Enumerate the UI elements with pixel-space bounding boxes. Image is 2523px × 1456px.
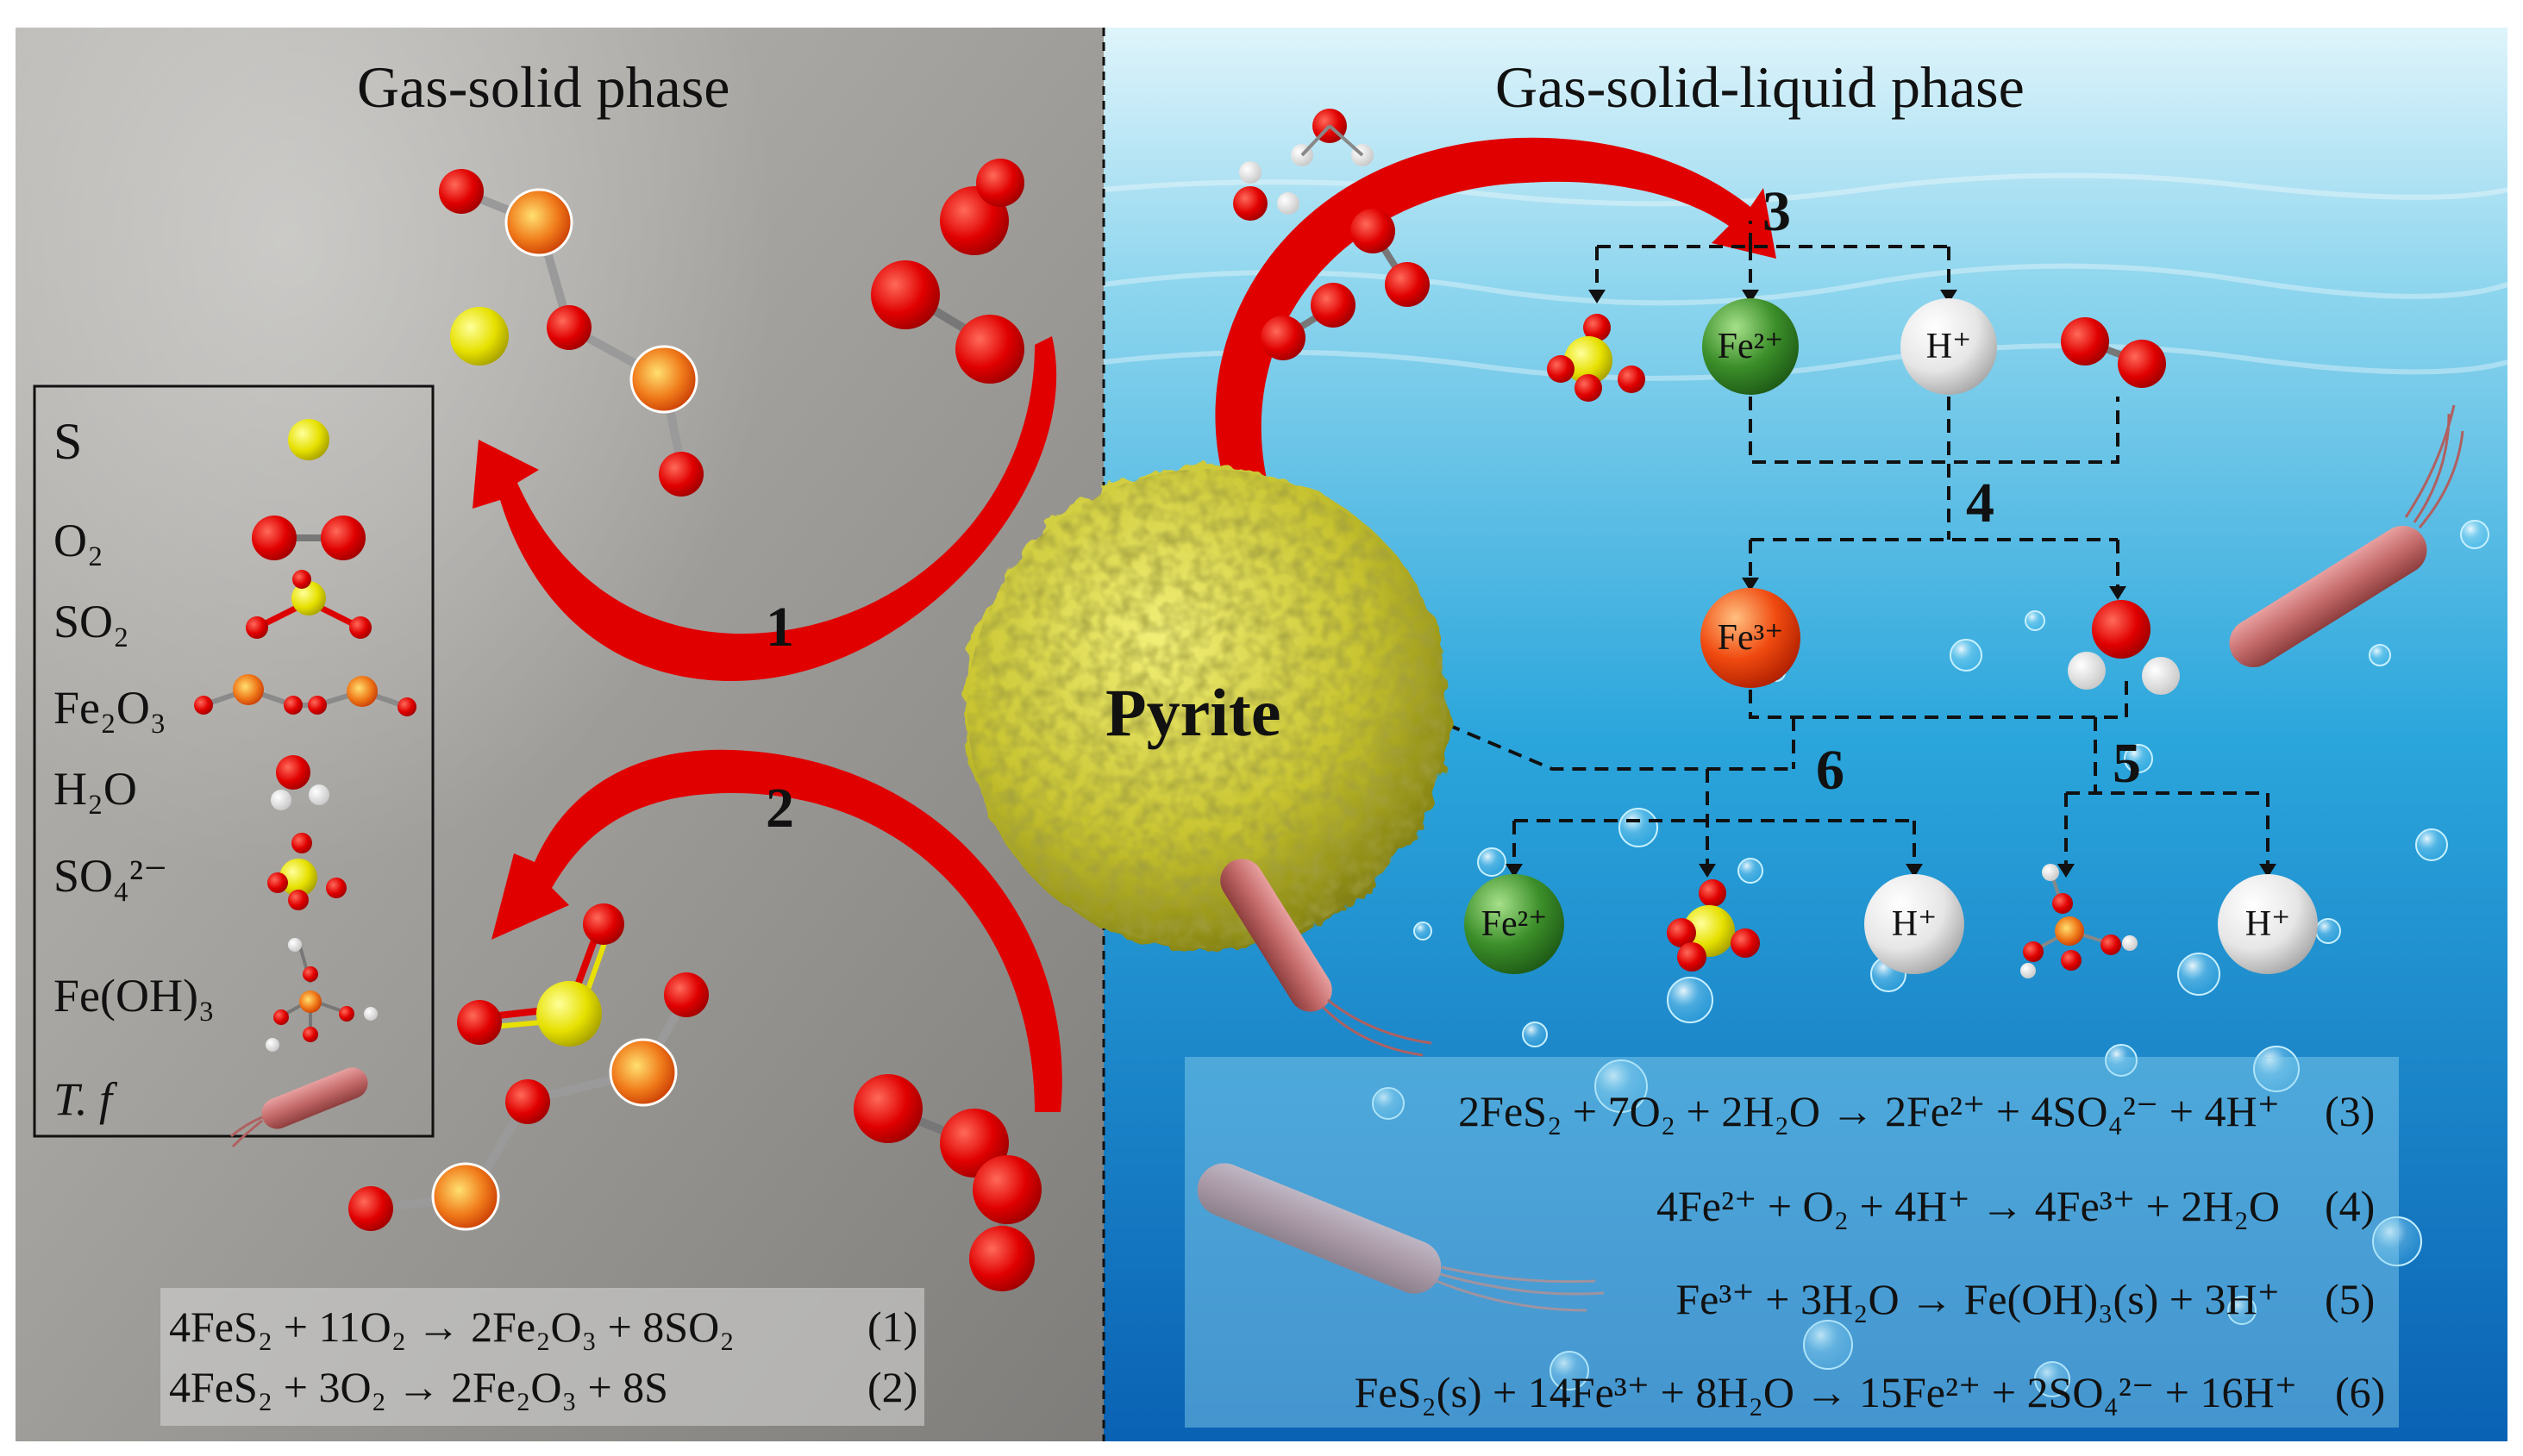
legend-bacterium [230,1067,368,1148]
equation-4-number: (4) [2325,1182,2376,1230]
equation-1-number: (1) [867,1303,918,1351]
equation-2: 4FeS₂ + 3O₂ → 2Fe₂O₃ + 8S [169,1363,668,1411]
legend-label-s: S [53,413,83,470]
step-number-3: 3 [1762,180,1791,243]
wave-lines [1103,172,2508,381]
h-ion-bottom-a-sphere [1864,874,1964,974]
ion-label-h-top: H⁺ [1925,327,1972,366]
fe2o3-molecule-bottom [348,972,709,1231]
legend-so2-molecule [246,570,372,639]
equation-5-number: (5) [2325,1275,2376,1323]
fe2-ion-top-sphere [1702,298,1799,395]
h-ion-top-sphere [1900,298,1997,395]
fe2-ion-bottom-sphere [1464,874,1564,974]
title-gas-solid-phase: Gas-solid phase [357,54,730,120]
ion-label-fe3: Fe³⁺ [1717,618,1784,658]
equation-1: 4FeS₂ + 11O₂ → 2Fe₂O₃ + 8SO₂ [169,1303,735,1351]
reaction-tree-lines [1405,221,2269,872]
so2-molecule-bottom [457,903,624,1047]
equation-3-number: (3) [2325,1087,2376,1135]
step-number-2: 2 [766,777,794,840]
h2o-molecule-top-a [1291,109,1374,166]
legend-box [33,384,435,1138]
reaction-tree-arrowheads [1506,290,2276,878]
equations-right-bg [1185,1057,2399,1428]
ion-label-h-bottom-b: H⁺ [2244,904,2291,944]
equation-2-number: (2) [867,1363,918,1411]
o2-molecule-mid-right [871,260,1024,384]
step-number-5: 5 [2113,732,2141,795]
ion-label-h-bottom-a: H⁺ [1891,904,1938,944]
arrow-reaction-1 [473,336,1057,681]
title-gas-solid-liquid-phase: Gas-solid-liquid phase [1495,54,2025,120]
equation-3: 2FeS₂ + 7O₂ + 2H₂O → 2Fe²⁺ + 4SO₄²⁻ + 4H… [1458,1087,2280,1135]
equations-left-bg [160,1288,924,1426]
feoh3-molecule-bottom [2020,864,2138,978]
legend-label-tf: T. f [53,1073,113,1125]
pyrite-particle [964,466,1450,952]
step-number-1: 1 [766,596,794,659]
bacterium-bottom [1197,1163,1605,1312]
so4-molecule-bottom [1667,879,1760,972]
legend-label-so2: SO₂ [53,596,129,647]
legend-fe2o3-molecule [194,674,416,716]
legend-label-feoh3: Fe(OH)₃ [53,970,215,1022]
legend-o2-molecule [252,516,366,560]
equation-6: FeS₂(s) + 14Fe³⁺ + 8H₂O → 15Fe²⁺ + 2SO₄²… [1354,1368,2297,1416]
legend-label-fe2o3: Fe₂O₃ [53,682,166,734]
ion-label-fe2-bottom: Fe²⁺ [1481,904,1548,944]
equation-4: 4Fe²⁺ + O₂ + 4H⁺ → 4Fe³⁺ + 2H₂O [1656,1182,2280,1230]
o2-molecule-top-right [940,159,1024,255]
legend-h2o-molecule [271,755,329,810]
fe2o3-molecule-top [439,169,704,497]
o2-molecule-top-water-a [1350,209,1430,307]
equation-5: Fe³⁺ + 3H₂O → Fe(OH)₃(s) + 3H⁺ [1675,1275,2280,1323]
h2o-molecule-top-b [1233,161,1299,221]
equation-6-number: (6) [2335,1368,2386,1416]
legend-label-o2: O₂ [53,515,103,566]
bacterium-right [2229,404,2464,668]
legend-feoh3-molecule [266,938,378,1052]
legend-label-so4: SO₄²⁻ [53,850,168,902]
h-ion-bottom-b-sphere [2218,874,2318,974]
sulfur-atom-top [450,307,509,366]
fe3-ion-sphere [1700,588,1800,688]
step-number-6: 6 [1816,739,1844,802]
o2-molecule-bottom-b [969,1155,1042,1291]
pyrite-label: Pyrite [1105,675,1281,750]
legend-sulfur-atom [288,419,329,460]
legend-label-h2o: H₂O [53,763,137,815]
arrow-reaction-2 [491,749,1062,1112]
legend-so4-molecule [267,833,347,910]
so4-molecule-top [1547,314,1645,402]
h2o-molecule-mid [2068,600,2180,695]
ion-label-fe2-top: Fe²⁺ [1717,327,1784,366]
step-number-4: 4 [1966,472,1994,534]
bacterium-on-pyrite [1220,859,1432,1057]
o2-molecule-top-water-b [1261,283,1355,360]
o2-molecule-water-top-right [2061,317,2166,388]
